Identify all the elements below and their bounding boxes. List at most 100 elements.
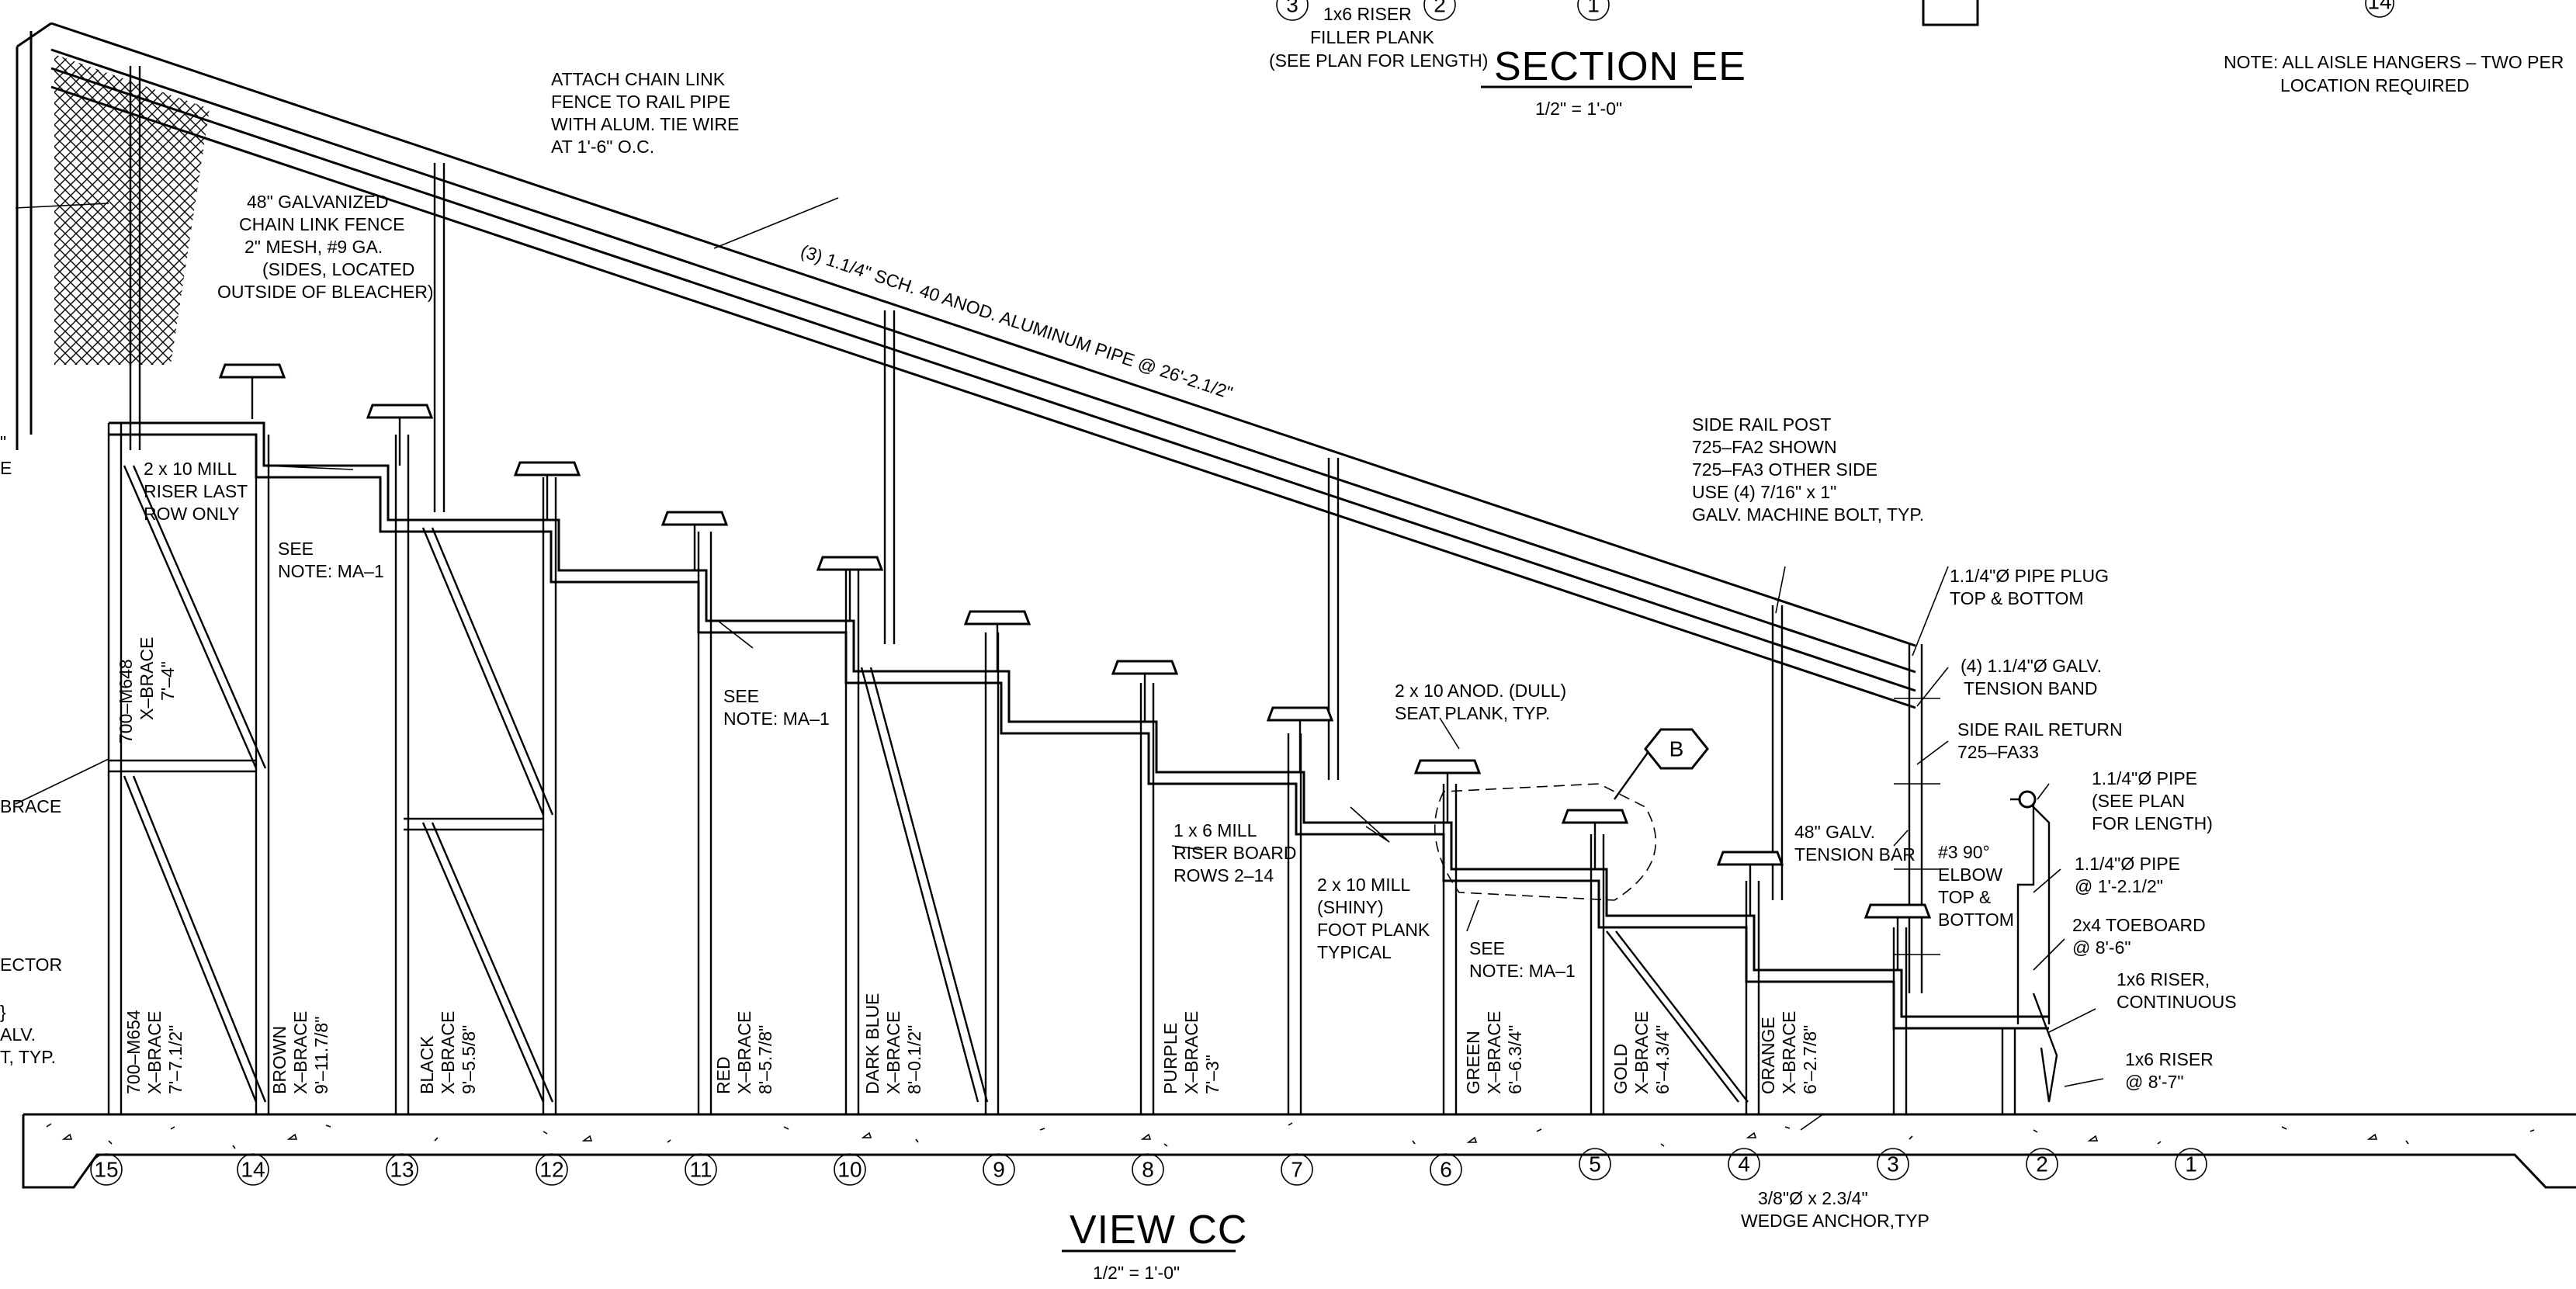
callout-pipe-plan: 1.1/4"Ø PIPE (SEE PLAN FOR LENGTH) <box>2092 768 2213 833</box>
callout-foot-plank: 2 x 10 MILL (SHINY) FOOT PLANK TYPICAL <box>1317 875 1430 962</box>
row-bubble-13: 13 <box>390 1158 414 1182</box>
tension-bar-line1: 48" GALV. <box>1794 822 1875 842</box>
riser-filler-line1: 1x6 RISER <box>1323 4 1412 24</box>
side-rail-post-line4: USE (4) 7/16" x 1" <box>1692 482 1836 502</box>
brace-black-line2: X–BRACE <box>438 1011 458 1094</box>
callout-riser-last: 2 x 10 MILL RISER LAST ROW ONLY <box>144 459 248 524</box>
callout-elbow: #3 90° ELBOW TOP & BOTTOM <box>1938 842 2014 930</box>
brace-purple-line3: 7'–3" <box>1202 1055 1222 1094</box>
callout-chain-fence: 48" GALVANIZED CHAIN LINK FENCE 2" MESH,… <box>217 192 434 302</box>
row-bubble-3: 3 <box>1887 1152 1899 1176</box>
brace-700-m648-line2: X–BRACE <box>137 637 157 720</box>
tension-bar-line2: TENSION BAR <box>1794 844 1916 865</box>
seat-plank-line1: 2 x 10 ANOD. (DULL) <box>1395 681 1566 701</box>
attach-fence-line3: WITH ALUM. TIE WIRE <box>551 114 739 134</box>
brace-green-line2: X–BRACE <box>1484 1011 1504 1094</box>
pipe-plug-line1: 1.1/4"Ø PIPE PLUG <box>1950 566 2109 586</box>
pipe-plan-line3: FOR LENGTH) <box>2092 813 2213 833</box>
callout-see-note-2: SEE NOTE: MA–1 <box>723 686 830 729</box>
pipe-plan-line2: (SEE PLAN <box>2092 791 2185 811</box>
pipe-1-2-line1: 1.1/4"Ø PIPE <box>2075 854 2180 874</box>
row-bubble-9: 9 <box>993 1158 1005 1182</box>
foot-plank-line4: TYPICAL <box>1317 942 1392 962</box>
chain-fence-line2: CHAIN LINK FENCE <box>239 214 404 234</box>
detail-b-label: B <box>1669 737 1684 761</box>
view-title: VIEW CC <box>1070 1208 1247 1253</box>
riser-filler-line2: FILLER PLANK <box>1310 27 1434 47</box>
left-edge-fragments: " E BRACE ECTOR } ALV. T, TYP. <box>0 432 62 1067</box>
section-title-block: SECTION EE 1/2" = 1'-0" <box>1481 44 1746 119</box>
riser-number-top-14: 14 <box>2367 0 2391 14</box>
callout-see-note-3: SEE NOTE: MA–1 <box>1469 938 1576 981</box>
brace-700-m648-line1: 700–M648 <box>116 659 136 743</box>
riser-board-line2: RISER BOARD <box>1174 843 1296 863</box>
brace-green-line1: GREEN <box>1463 1031 1483 1094</box>
see-note-1-line2: NOTE: MA–1 <box>278 561 384 581</box>
rail-posts <box>129 66 1940 993</box>
brace-red-line3: 8'–5.7/8" <box>755 1025 775 1094</box>
view-title-block: VIEW CC 1/2" = 1'-0" <box>1062 1208 1247 1283</box>
callout-see-note-1: SEE NOTE: MA–1 <box>278 539 384 581</box>
brace-red-line2: X–BRACE <box>734 1011 754 1094</box>
foot-plank-line2: (SHINY) <box>1317 897 1384 917</box>
chain-link-fence <box>16 22 210 450</box>
riser-last-line2: RISER LAST <box>144 481 248 501</box>
callout-tension-band: (4) 1.1/4"Ø GALV. TENSION BAND <box>1961 656 2102 698</box>
section-title: SECTION EE <box>1494 44 1746 89</box>
see-note-1-line1: SEE <box>278 539 314 559</box>
pipe-1-2-line2: @ 1'-2.1/2" <box>2075 876 2163 896</box>
brace-purple-line2: X–BRACE <box>1181 1011 1201 1094</box>
cross-braces <box>109 465 1749 1103</box>
row-bubble-5: 5 <box>1589 1152 1601 1176</box>
general-note: NOTE: ALL AISLE HANGERS – TWO PER LOCATI… <box>2224 52 2564 95</box>
side-rail-return-line2: 725–FA33 <box>1957 742 2039 762</box>
brace-700-m654-line3: 7'–7.1/2" <box>165 1025 185 1094</box>
row-bubble-1: 1 <box>2185 1152 2197 1176</box>
brace-orange-line1: ORANGE <box>1758 1017 1778 1094</box>
fragment-quote: " <box>0 432 6 452</box>
brace-gold-line2: X–BRACE <box>1631 1011 1652 1094</box>
guard-rail-pipes <box>50 22 1916 709</box>
fragment-brace-paren: } <box>0 1002 6 1022</box>
view-scale: 1/2" = 1'-0" <box>1093 1263 1180 1283</box>
tension-band-line2: TENSION BAND <box>1964 678 2098 698</box>
brace-brown-line3: 9'–11.7/8" <box>311 1017 331 1094</box>
brace-700-m654-line2: X–BRACE <box>144 1011 165 1094</box>
riser-number-top-1: 1 <box>1587 0 1600 17</box>
row-bubble-11: 11 <box>689 1158 712 1182</box>
side-rail-post-line3: 725–FA3 OTHER SIDE <box>1692 459 1877 480</box>
callout-riser-board: 1 x 6 MILL RISER BOARD ROWS 2–14 <box>1174 820 1296 885</box>
callout-pipe-plug: 1.1/4"Ø PIPE PLUG TOP & BOTTOM <box>1950 566 2109 608</box>
attach-fence-line4: AT 1'-6" O.C. <box>551 137 654 157</box>
chain-fence-line3: 2" MESH, #9 GA. <box>244 237 383 257</box>
callout-wedge-anchor: 3/8"Ø x 2.3/4" WEDGE ANCHOR,TYP <box>1741 1188 1929 1231</box>
brace-labels: 700–M648 X–BRACE 7'–4" 700–M654 X–BRACE … <box>116 637 1820 1094</box>
elbow-line1: #3 90° <box>1938 842 1990 862</box>
brace-black-line3: 9'–5.5/8" <box>459 1025 479 1094</box>
note-line2: LOCATION REQUIRED <box>2280 75 2470 95</box>
callout-riser-continuous: 1x6 RISER, CONTINUOUS <box>2117 969 2237 1012</box>
row-bubble-15: 15 <box>94 1158 118 1182</box>
see-note-2-line1: SEE <box>723 686 759 706</box>
toeboard-line1: 2x4 TOEBOARD <box>2072 915 2206 935</box>
riser-8-7-line1: 1x6 RISER <box>2125 1049 2214 1069</box>
brace-dark-blue-line2: X–BRACE <box>883 1011 903 1094</box>
callout-tension-bar: 48" GALV. TENSION BAR <box>1794 822 1916 865</box>
frame-legs <box>107 423 2016 1114</box>
chain-fence-line1: 48" GALVANIZED <box>247 192 388 212</box>
detail-b-callout: B <box>1434 728 1709 901</box>
brace-orange-line2: X–BRACE <box>1779 1011 1799 1094</box>
riser-continuous-line2: CONTINUOUS <box>2117 992 2237 1012</box>
riser-continuous-line1: 1x6 RISER, <box>2117 969 2210 989</box>
riser-filler-line3: (SEE PLAN FOR LENGTH) <box>1269 50 1488 71</box>
side-rail-post-line1: SIDE RAIL POST <box>1692 414 1831 435</box>
brace-green-line3: 6'–6.3/4" <box>1505 1025 1525 1094</box>
leader-lines <box>15 197 2104 1131</box>
top-partial-labels: 3 2 1 14 1x6 RISER FILLER PLANK (SEE PLA… <box>1269 0 2394 71</box>
side-rail-post-line5: GALV. MACHINE BOLT, TYP. <box>1692 504 1924 525</box>
seat-plank-line2: SEAT PLANK, TYP. <box>1395 703 1550 723</box>
fragment-e: E <box>0 458 12 478</box>
side-rail-return-line1: SIDE RAIL RETURN <box>1957 719 2123 740</box>
concrete-slab <box>22 1113 2576 1189</box>
wedge-anchor-line1: 3/8"Ø x 2.3/4" <box>1758 1188 1868 1208</box>
